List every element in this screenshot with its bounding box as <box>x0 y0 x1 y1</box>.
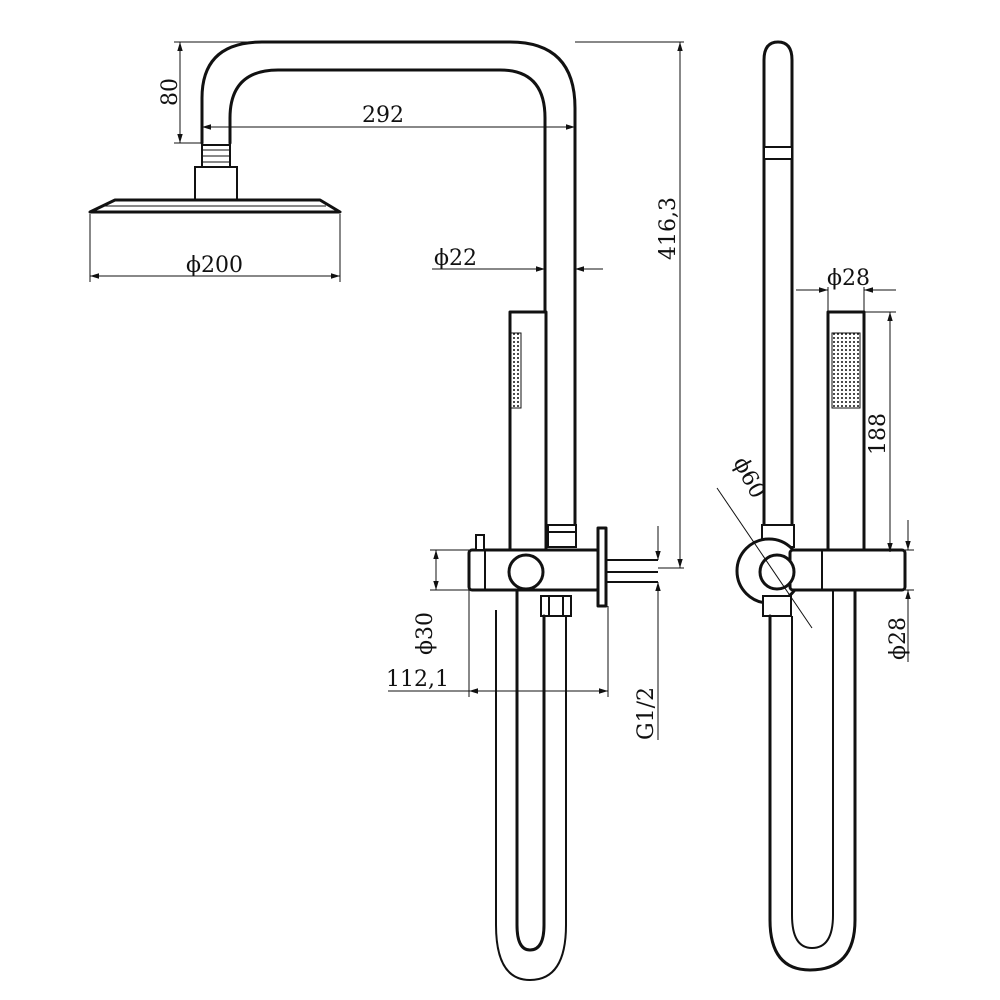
label-rise-height: 80 <box>158 78 183 106</box>
label-handshower-length: 188 <box>866 413 891 455</box>
hose-nut <box>540 595 572 617</box>
shower-arm-inner <box>228 68 547 314</box>
label-handshower-diameter: ϕ28 <box>827 266 870 291</box>
dimension-labels: 80 292 ϕ200 ϕ22 416,3 ϕ30 112,1 G1/2 ϕ28… <box>158 78 911 740</box>
side-view <box>735 40 907 972</box>
head-neck <box>194 166 238 201</box>
label-total-height: 416,3 <box>656 197 681 260</box>
label-head-diameter: ϕ200 <box>186 253 243 278</box>
side-riser-clip <box>763 146 793 160</box>
side-body <box>788 548 907 592</box>
side-diverter-knob <box>758 553 796 591</box>
hose-inner <box>495 610 567 982</box>
side-riser <box>762 40 794 527</box>
diverter-knob <box>507 553 545 591</box>
label-body-diameter: ϕ30 <box>413 612 438 655</box>
dimension-lines <box>89 41 914 740</box>
side-hose-nut <box>762 595 792 617</box>
label-pipe-diameter: ϕ22 <box>434 246 477 271</box>
wall-flange <box>596 526 608 608</box>
label-arm-length: 292 <box>362 103 404 128</box>
label-body-width: 112,1 <box>386 667 449 692</box>
hose <box>515 588 546 952</box>
shower-arm <box>200 40 577 527</box>
riser-bracket <box>547 524 577 548</box>
side-spray-face <box>831 332 861 409</box>
label-side-body-diameter: ϕ28 <box>886 617 911 660</box>
front-view <box>88 40 658 982</box>
hand-shower-spray-face <box>510 332 522 409</box>
mixer-lever <box>475 534 485 551</box>
side-hose <box>768 588 857 972</box>
label-thread: G1/2 <box>634 687 659 740</box>
side-hose-inner <box>791 590 834 950</box>
